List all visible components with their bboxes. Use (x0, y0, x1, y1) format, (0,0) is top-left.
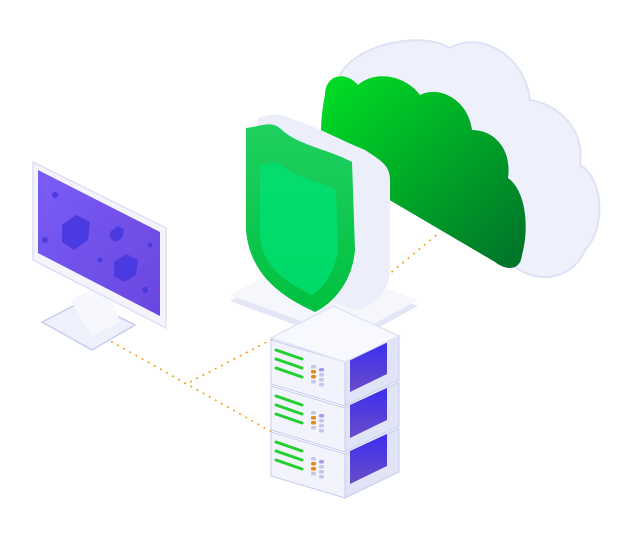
server-display-panel (350, 342, 387, 392)
server-top-face (269, 305, 401, 363)
server-indicator-light (311, 370, 316, 374)
server-indicator-light (311, 472, 316, 476)
shield-inner (260, 163, 338, 295)
server-indicator-light (311, 375, 316, 379)
server-indicator-light (319, 424, 324, 428)
server-status-line (274, 348, 304, 361)
server-indicator-light (319, 429, 324, 433)
server-status-line (274, 458, 304, 471)
screen-cubes (42, 192, 153, 293)
server-indicator-light (319, 470, 324, 474)
server-indicator-light (311, 467, 316, 471)
server-status-line (274, 449, 304, 462)
server-indicator-light (319, 460, 324, 464)
server-indicator-light (319, 378, 324, 382)
server-indicator-light (311, 421, 316, 425)
server-unit (270, 427, 400, 499)
server-indicator-light (319, 414, 324, 418)
server-status-line (274, 403, 304, 416)
server-display-panel (350, 434, 387, 484)
server-indicator-light (311, 426, 316, 430)
server-indicator-light (311, 416, 316, 420)
server-status-line (274, 357, 304, 370)
monitor-icon (32, 160, 167, 351)
server-indicator-light (319, 368, 324, 372)
server-indicator-light (311, 462, 316, 466)
server-status-line (274, 412, 304, 425)
server-display-panel (350, 388, 387, 438)
server-status-line (274, 440, 304, 453)
server-status-line (274, 366, 304, 379)
server-indicator-light (311, 365, 316, 369)
shield-icon (246, 114, 390, 312)
server-indicator-light (311, 457, 316, 461)
server-unit (270, 381, 400, 453)
server-indicator-light (319, 419, 324, 423)
server-indicator-light (319, 465, 324, 469)
connection-hub-server (189, 329, 291, 383)
server-indicator-light (311, 411, 316, 415)
server-status-line (274, 394, 304, 407)
cloud-icon (321, 39, 601, 279)
cloud-front (321, 76, 526, 268)
server-icon (269, 305, 401, 499)
server-indicator-light (319, 383, 324, 387)
server-indicator-light (319, 475, 324, 479)
server-indicator-light (319, 373, 324, 377)
monitor-screen (38, 170, 160, 316)
server-indicator-light (311, 380, 316, 384)
